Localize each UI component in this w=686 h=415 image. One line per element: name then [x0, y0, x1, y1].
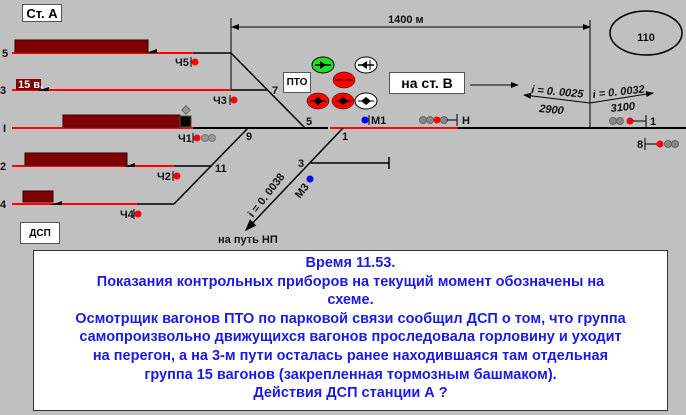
svg-text:М1: М1: [371, 115, 386, 127]
info-line: Действия ДСП станции А ?: [253, 385, 448, 402]
switch-5: 5: [306, 116, 312, 128]
info-line: Показания контрольных приборов на текущи…: [96, 273, 605, 290]
track-3: 15 в. 3: [0, 79, 268, 97]
svg-text:Ч1: Ч1: [178, 133, 192, 145]
wagon-group: [22, 190, 54, 203]
svg-text:Ч4: Ч4: [120, 209, 135, 221]
svg-text:8: 8: [637, 139, 643, 151]
signal-8: 8: [637, 138, 679, 151]
wagon-group-15: [16, 79, 41, 90]
info-line: Осмотрщик вагонов ПТО по парковой связи …: [75, 310, 626, 327]
signal-m1: М1: [361, 115, 386, 127]
switch-11: 11: [215, 163, 227, 175]
svg-text:на путь НП: на путь НП: [218, 234, 278, 246]
info-line: группа 15 вагонов (закрепленная тормозны…: [144, 366, 557, 383]
svg-text:Ч2: Ч2: [157, 171, 171, 183]
svg-text:1: 1: [650, 116, 656, 128]
signal-1: 1: [609, 115, 656, 128]
svg-text:3: 3: [0, 85, 6, 97]
diamond-icon: [181, 105, 191, 115]
station-a-label: Ст. А: [22, 4, 62, 22]
button-white-left[interactable]: [354, 56, 378, 74]
svg-text:5: 5: [2, 48, 8, 60]
wagon-group: [24, 152, 128, 166]
info-line: на перегон, а на 3-м пути осталась ранее…: [92, 347, 609, 364]
signal-ch4: Ч4: [120, 209, 142, 221]
svg-text:Ч3: Ч3: [213, 95, 227, 107]
signal-n: Н: [419, 114, 470, 127]
svg-text:2900: 2900: [538, 103, 565, 117]
svg-text:Ч5: Ч5: [175, 57, 189, 69]
double-arrow-icon: [313, 97, 323, 105]
info-line: самопроизвольно движущихся вагонов просл…: [79, 329, 622, 346]
to-station-b-label[interactable]: на ст. В: [389, 72, 465, 94]
button-red-both-2[interactable]: [331, 92, 355, 110]
arrow-left-icon: [361, 61, 367, 69]
double-arrow-icon: [338, 97, 348, 105]
signal-ch1: Ч1: [178, 133, 216, 145]
info-line: Время 11.53.: [305, 255, 396, 271]
svg-text:I: I: [3, 123, 6, 135]
switch-7: 7: [272, 85, 278, 97]
brake-shoe-icon: [124, 163, 135, 167]
track-main-I: I: [3, 105, 686, 135]
button-red-both-1[interactable]: [306, 92, 330, 110]
task-description: Время 11.53. Показания контрольных прибо…: [33, 250, 668, 411]
signal-m3: М3: [293, 175, 314, 201]
track-2: 2: [0, 152, 212, 173]
switch-9: 9: [246, 131, 252, 143]
wagon-group: [62, 114, 181, 128]
svg-text:2: 2: [0, 161, 6, 173]
svg-text:М3: М3: [293, 181, 312, 200]
brake-shoe-icon: [51, 201, 62, 205]
double-arrow-icon: [361, 97, 371, 105]
svg-text:i = 0. 0032: i = 0. 0032: [592, 84, 645, 101]
svg-text:i = 0. 0025: i = 0. 0025: [531, 84, 585, 101]
pto-button[interactable]: ПТО: [283, 72, 311, 93]
signal-ch5: Ч5: [175, 57, 199, 69]
locomotive: [179, 115, 192, 128]
svg-text:15 в.: 15 в.: [18, 79, 43, 91]
gradient-profile: i = 0. 0025 2900 i = 0. 0032 3100: [523, 84, 654, 117]
switch-1: 1: [342, 131, 348, 143]
wagon-group: [14, 39, 149, 53]
arrow-right-icon: [320, 61, 326, 69]
signal-ch3: Ч3: [213, 95, 238, 107]
svg-text:i = 0. 0038: i = 0. 0038: [246, 171, 288, 220]
button-white-both[interactable]: [354, 92, 378, 110]
badge-number: 110: [637, 32, 655, 44]
switch-3: 3: [298, 158, 304, 170]
button-green-right[interactable]: [311, 56, 335, 74]
badge-outline: [609, 10, 683, 56]
info-line: схеме.: [327, 292, 374, 309]
svg-text:3100: 3100: [610, 100, 636, 115]
track-4: 4: [0, 127, 249, 211]
brake-shoe-icon: [146, 49, 157, 53]
distance-label: 1400 м: [388, 14, 424, 26]
svg-text:4: 4: [0, 199, 7, 211]
svg-text:Н: Н: [462, 115, 470, 127]
signal-ch2: Ч2: [157, 171, 181, 183]
button-red-minus[interactable]: [332, 71, 356, 89]
brake-shoe-icon: [37, 87, 49, 91]
dsp-button[interactable]: ДСП: [20, 222, 60, 244]
